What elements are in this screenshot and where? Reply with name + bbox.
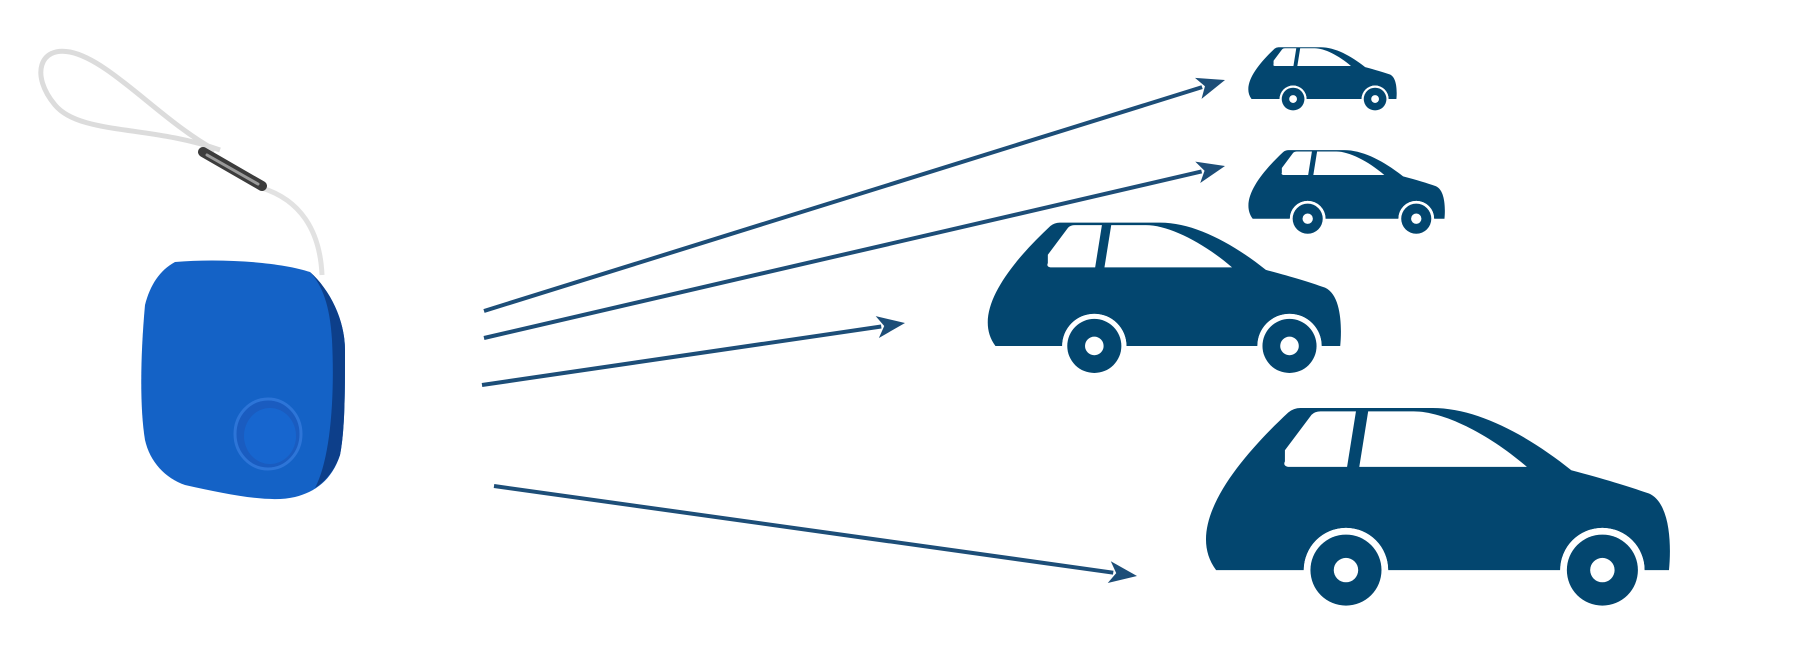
car-icon (1248, 47, 1396, 112)
wheel (1398, 201, 1434, 237)
wheel (1280, 86, 1307, 113)
car-icon (988, 223, 1341, 378)
wheel (1304, 528, 1388, 612)
wheel (1362, 86, 1389, 113)
connection-arrow (482, 316, 905, 385)
lanyard-cord (262, 188, 322, 275)
bluetooth-tracker (41, 51, 345, 499)
wheel (1560, 528, 1644, 612)
connection-arrow (494, 486, 1137, 583)
wheel (1257, 314, 1321, 378)
wheel (1062, 314, 1126, 378)
car-icon (1248, 150, 1444, 236)
tracker-button (235, 399, 301, 469)
wheel (1290, 201, 1326, 237)
vehicle-group (988, 47, 1670, 612)
lanyard-clasp (203, 152, 262, 186)
lanyard-loop (41, 51, 220, 150)
car-icon (1206, 408, 1670, 612)
tracker-body (141, 260, 345, 499)
